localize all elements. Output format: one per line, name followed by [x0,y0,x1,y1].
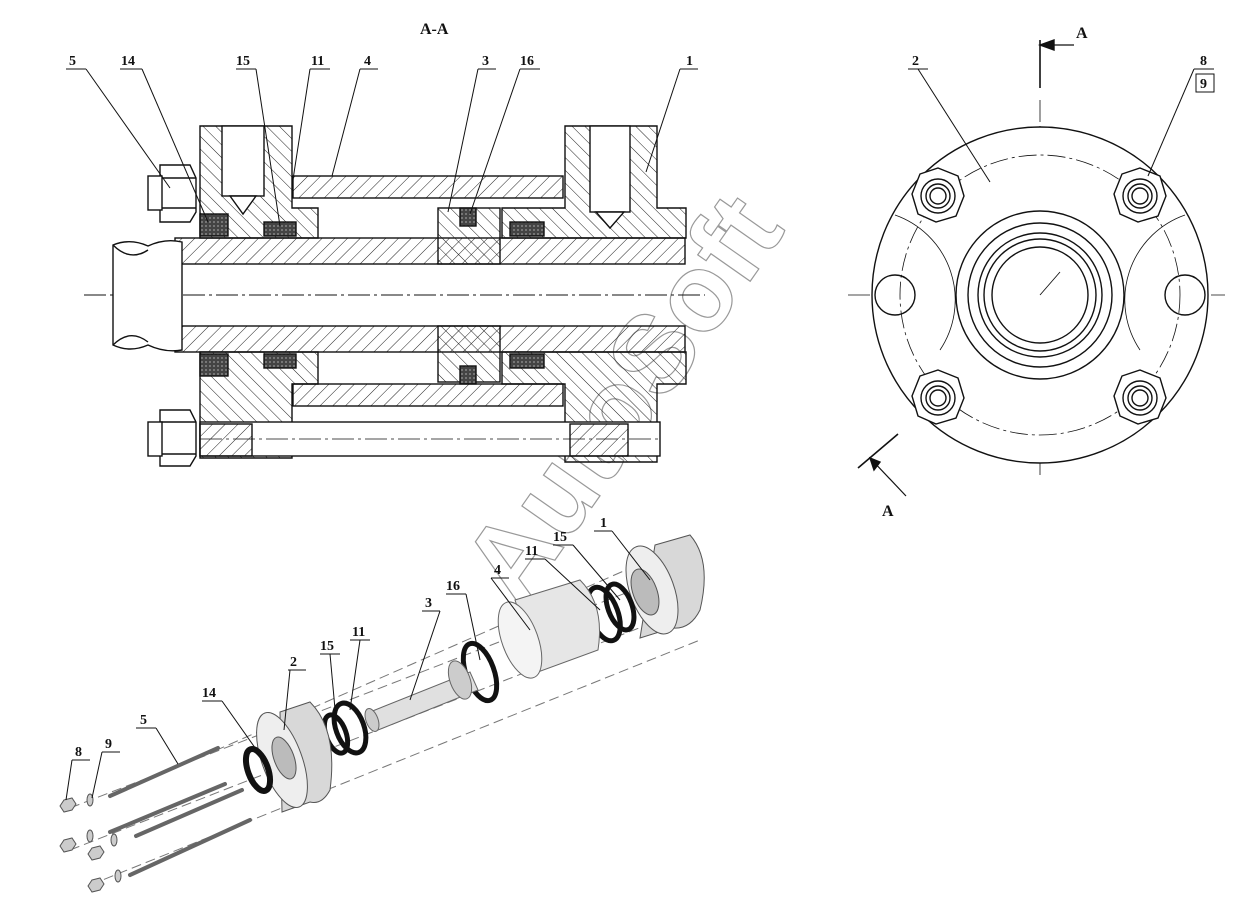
part-1-head [625,534,705,639]
exploded-callout-14: 14 [202,686,216,701]
part-2-head [256,701,333,813]
exploded-callout-9: 9 [105,737,112,752]
callout-2: 2 [912,54,919,69]
section-mark-bottom: A [882,503,894,520]
bolt-bottom-left [911,369,965,425]
bolt-bottom-right [1113,369,1167,425]
callout-8: 8 [1200,54,1207,69]
end-view-labels: A A 2 8 9 [882,25,1207,520]
exploded-callout-4: 4 [494,563,501,578]
exploded-callout-2: 2 [290,655,297,670]
part-3-rod [364,660,479,732]
callout-14: 14 [121,54,135,69]
bolt-top-right [1113,167,1167,223]
part-5-tie-rods [108,746,252,877]
exploded-callout-11-right: 11 [525,544,538,559]
exploded-callout-1: 1 [600,516,607,531]
exploded-callout-8: 8 [75,745,82,760]
callout-5: 5 [69,54,76,69]
callout-4: 4 [364,54,371,69]
callout-16: 16 [520,54,534,69]
exploded-callout-5: 5 [140,713,147,728]
section-title: A-A [420,21,449,38]
callout-15: 15 [236,54,250,69]
end-view [848,39,1225,497]
section-callouts [66,68,698,227]
bolt-top-left [911,167,965,223]
section-callout-labels: 5 14 15 11 4 3 16 1 [69,54,693,69]
part-8-9-nuts [59,793,122,893]
exploded-callout-15-right: 15 [553,530,567,545]
exploded-callout-labels: 1 15 11 4 16 3 15 11 2 14 5 9 8 [75,516,607,760]
section-view: A-A [84,21,705,467]
part-4-barrel [497,579,601,679]
section-mark-top: A [1076,25,1088,42]
callout-9: 9 [1200,77,1207,92]
callout-11: 11 [311,54,324,69]
exploded-view [59,530,705,893]
exploded-callout-16: 16 [446,579,460,594]
exploded-callout-15-left: 15 [320,639,334,654]
exploded-callout-3: 3 [425,596,432,611]
exploded-callout-11-left: 11 [352,625,365,640]
callout-3: 3 [482,54,489,69]
callout-1: 1 [686,54,693,69]
